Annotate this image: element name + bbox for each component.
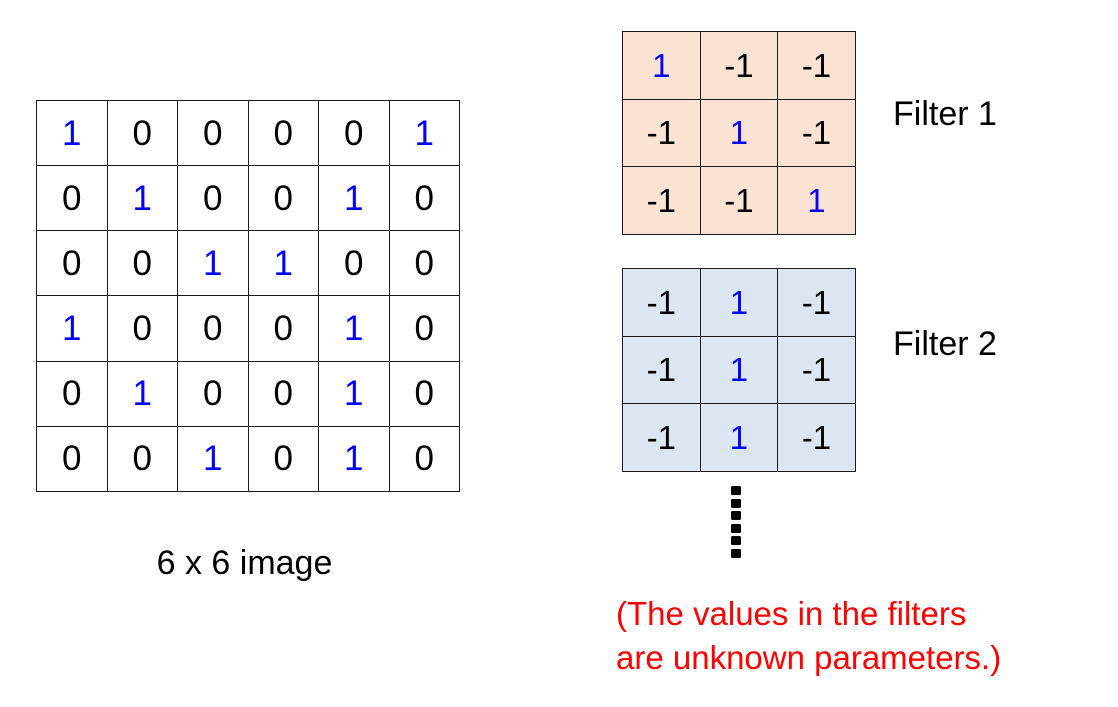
- matrix-cell-1-5: 0: [388, 165, 460, 232]
- matrix-cell-0-0: 1: [36, 99, 108, 167]
- matrix-cell-3-4: 1: [318, 295, 390, 362]
- matrix-cell-2-1: 1: [699, 403, 779, 472]
- matrix-cell-2-1: 0: [106, 230, 178, 297]
- matrix-cell-0-1: 1: [699, 268, 779, 337]
- matrix-cell-0-2: 0: [177, 99, 249, 167]
- matrix-cell-0-2: -1: [777, 31, 856, 100]
- matrix-cell-4-2: 0: [177, 360, 249, 427]
- matrix-cell-1-1: 1: [699, 98, 779, 168]
- filter-1-label: Filter 1: [893, 95, 997, 133]
- matrix-row: 1-1-1: [622, 31, 856, 100]
- matrix-cell-2-2: 1: [777, 166, 856, 235]
- filters-note-line-2: are unknown parameters.): [616, 638, 1002, 676]
- matrix-cell-1-3: 0: [247, 165, 319, 232]
- filter-2-label: Filter 2: [893, 325, 997, 363]
- matrix-cell-5-2: 1: [177, 425, 249, 492]
- ellipsis-dot: [731, 548, 741, 558]
- matrix-cell-3-5: 0: [388, 295, 460, 362]
- matrix-cell-1-1: 1: [106, 165, 178, 232]
- matrix-cell-1-2: -1: [777, 98, 856, 168]
- ellipsis-dot: [731, 523, 741, 533]
- matrix-cell-0-3: 0: [247, 99, 319, 167]
- vertical-ellipsis-icon: [727, 486, 745, 558]
- matrix-cell-3-1: 0: [106, 295, 178, 362]
- matrix-cell-4-3: 0: [247, 360, 319, 427]
- matrix-cell-0-4: 0: [318, 99, 390, 167]
- matrix-cell-2-5: 0: [388, 230, 460, 297]
- matrix-cell-5-3: 0: [247, 425, 319, 492]
- matrix-cell-0-1: -1: [699, 31, 779, 100]
- matrix-cell-0-2: -1: [777, 268, 856, 337]
- matrix-cell-1-0: 0: [36, 165, 108, 232]
- matrix-cell-2-2: 1: [177, 230, 249, 297]
- matrix-cell-2-0: -1: [622, 166, 701, 235]
- matrix-cell-0-0: -1: [622, 268, 701, 337]
- matrix-cell-4-4: 1: [318, 360, 390, 427]
- matrix-cell-5-1: 0: [106, 425, 178, 492]
- ellipsis-dot: [731, 486, 741, 495]
- matrix-cell-4-5: 0: [388, 360, 460, 427]
- matrix-cell-3-3: 0: [247, 295, 319, 362]
- matrix-cell-5-5: 0: [388, 425, 460, 492]
- matrix-cell-2-0: -1: [622, 403, 701, 472]
- filters-note: (The values in the filters are unknown p…: [616, 592, 1106, 679]
- matrix-cell-0-0: 1: [622, 31, 701, 100]
- matrix-cell-4-1: 1: [106, 360, 178, 427]
- matrix-cell-1-1: 1: [699, 335, 779, 405]
- matrix-cell-1-2: -1: [777, 335, 856, 405]
- matrix-cell-3-2: 0: [177, 295, 249, 362]
- matrix-cell-1-4: 1: [318, 165, 390, 232]
- matrix-cell-2-0: 0: [36, 230, 108, 297]
- matrix-cell-2-3: 1: [247, 230, 319, 297]
- matrix-cell-1-0: -1: [622, 98, 701, 168]
- ellipsis-dot: [731, 498, 741, 508]
- matrix-cell-2-2: -1: [777, 403, 856, 472]
- matrix-cell-1-2: 0: [177, 165, 249, 232]
- image-matrix-caption: 6 x 6 image: [156, 544, 333, 582]
- matrix-cell-4-0: 0: [36, 360, 108, 427]
- ellipsis-dot: [731, 536, 741, 546]
- matrix-cell-3-0: 1: [36, 295, 108, 362]
- ellipsis-dot: [731, 511, 741, 521]
- matrix-cell-5-4: 1: [318, 425, 390, 492]
- filters-note-line-1: (The values in the filters: [616, 595, 967, 632]
- matrix-cell-2-4: 0: [318, 230, 390, 297]
- matrix-cell-0-1: 0: [106, 99, 178, 167]
- matrix-cell-0-5: 1: [388, 99, 460, 167]
- matrix-cell-5-0: 0: [36, 425, 108, 492]
- matrix-cell-2-1: -1: [699, 166, 779, 235]
- matrix-cell-1-0: -1: [622, 335, 701, 405]
